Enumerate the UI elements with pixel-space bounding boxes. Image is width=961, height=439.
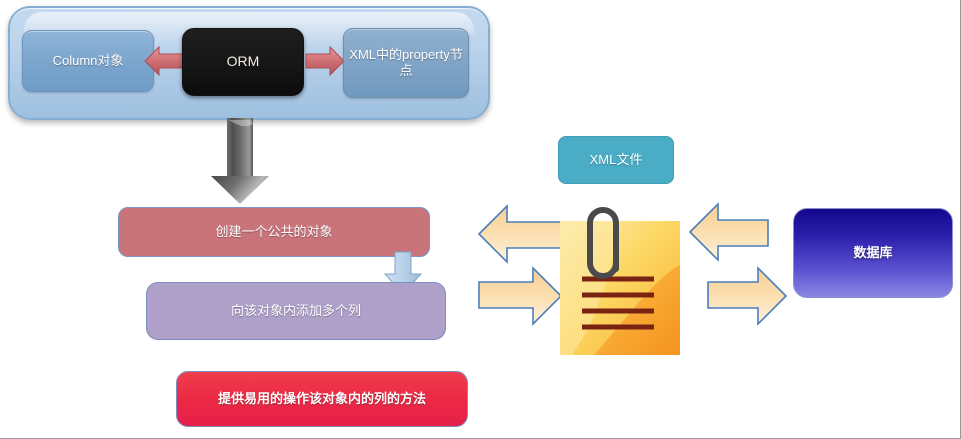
flow-step-add-columns[interactable]: 向该对象内添加多个列 bbox=[146, 282, 446, 340]
database-box[interactable]: 数据库 bbox=[793, 208, 953, 298]
two-way-arrow-left-icon bbox=[477, 198, 563, 328]
column-object-label: Column对象 bbox=[52, 52, 124, 68]
xml-property-node-label: XML中的property节点 bbox=[349, 46, 463, 78]
orm-label: ORM bbox=[226, 53, 260, 70]
xml-file-label: XML文件 bbox=[589, 151, 643, 167]
xml-property-node-box[interactable]: XML中的property节点 bbox=[343, 28, 469, 98]
flow-step-create-object-label: 创建一个公共的对象 bbox=[215, 223, 333, 239]
paperclip-document-icon bbox=[558, 205, 682, 357]
arrow-right-red-icon bbox=[302, 43, 346, 79]
arrow-down-gray-icon bbox=[205, 118, 275, 206]
column-object-box[interactable]: Column对象 bbox=[22, 30, 154, 92]
two-way-arrow-right-icon bbox=[688, 198, 788, 326]
xml-file-box[interactable]: XML文件 bbox=[558, 136, 674, 184]
arrow-left-red-icon bbox=[143, 43, 185, 79]
flow-step-create-object[interactable]: 创建一个公共的对象 bbox=[118, 207, 430, 257]
database-label: 数据库 bbox=[853, 244, 893, 260]
flow-step-provide-methods[interactable]: 提供易用的操作该对象内的列的方法 bbox=[176, 371, 468, 427]
flow-step-add-columns-label: 向该对象内添加多个列 bbox=[230, 302, 361, 318]
flow-step-provide-methods-label: 提供易用的操作该对象内的列的方法 bbox=[217, 390, 426, 406]
orm-box[interactable]: ORM bbox=[182, 28, 304, 96]
